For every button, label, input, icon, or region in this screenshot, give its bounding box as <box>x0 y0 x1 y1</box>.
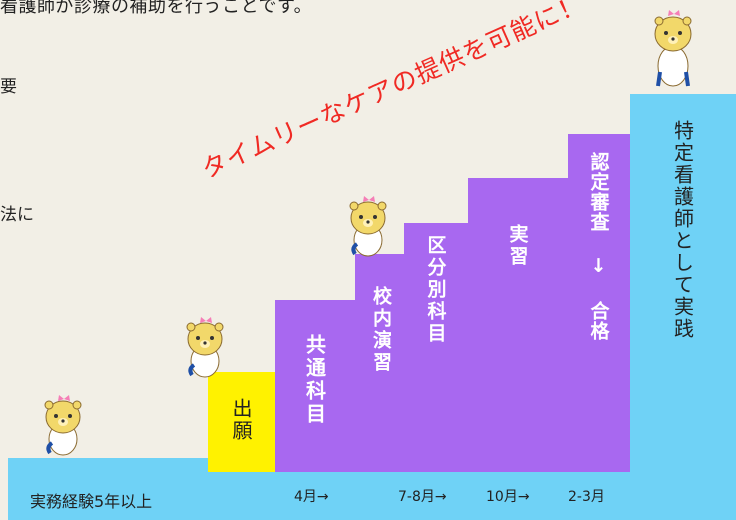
certification-step: 認定審査 ↓ 合格 <box>568 134 630 472</box>
practice-step: 特定看護師として実践 <box>630 94 736 520</box>
mascot-bear-icon <box>654 10 692 87</box>
apply-step: 出願 <box>208 372 275 472</box>
month-label-4: 2-3月 <box>568 489 605 505</box>
top-description-text: 看護師が診療の補助を行うことです。 <box>0 0 313 17</box>
practicum-label: 実習 <box>506 224 529 268</box>
base-step-label: 実務経験5年以上 <box>30 492 153 511</box>
mascot-bear-icon <box>44 395 82 456</box>
certification-label: 認定審査 ↓ 合格 <box>587 152 610 341</box>
month-label-3: 10月→ <box>486 489 530 505</box>
mascot-bear-icon <box>349 196 387 257</box>
left-fragment-1: 要 <box>0 77 17 97</box>
division-subjects-label: 区分別科目 <box>424 235 447 345</box>
common-subjects-label: 共通科目 <box>302 334 327 426</box>
month-label-2: 7-8月→ <box>398 489 447 505</box>
mascot-bear-icon <box>186 317 224 378</box>
practice-label: 特定看護師として実践 <box>670 120 695 340</box>
apply-label: 出願 <box>229 398 253 442</box>
left-fragment-2: 法に <box>0 205 34 225</box>
school-exercise-label: 校内演習 <box>370 286 392 374</box>
common-subjects-step: 共通科目 <box>275 300 355 472</box>
division-subjects-step: 区分別科目 <box>404 223 468 472</box>
school-exercise-step: 校内演習 <box>355 254 408 472</box>
month-label-1: 4月→ <box>294 489 329 505</box>
practicum-step: 実習 <box>468 178 568 472</box>
slogan-text: タイムリーなケアの提供を可能に！ <box>197 0 589 185</box>
